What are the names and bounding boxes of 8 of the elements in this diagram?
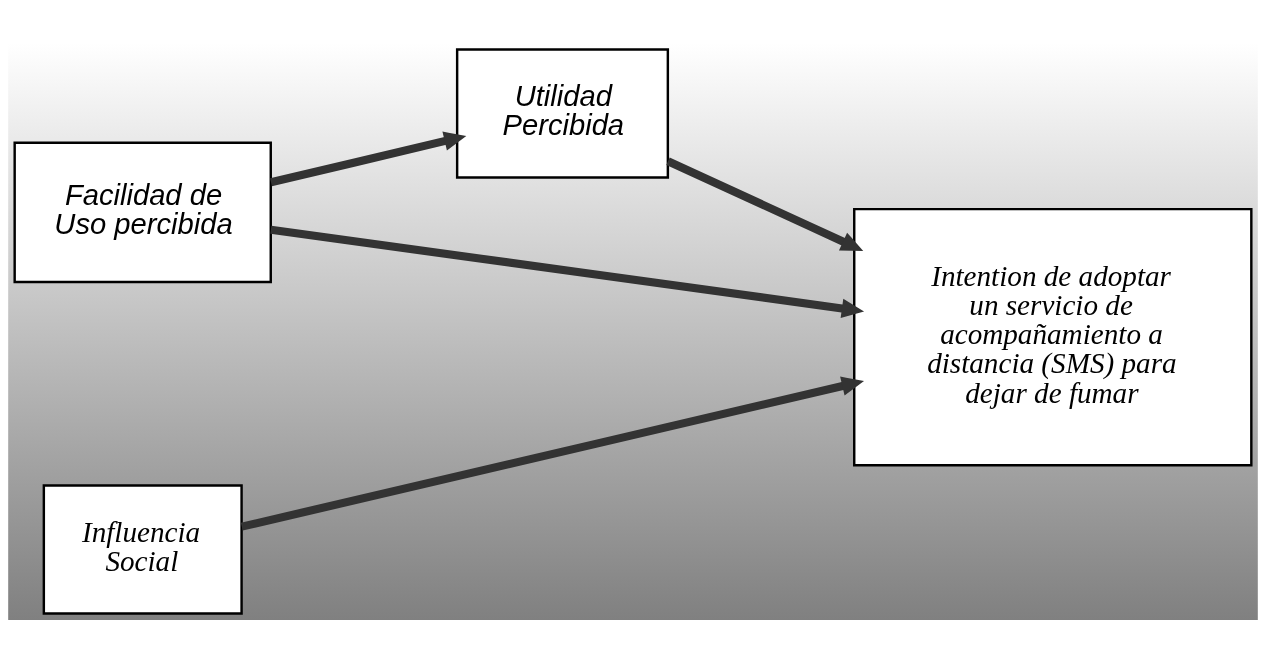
node-box: Facilidad de Uso percibida (13, 141, 272, 284)
arrow (270, 131, 467, 187)
node-box: Influencia Social (42, 484, 243, 615)
node-box: Intention de adoptar un servicio de acompañamiento a distancia (SMS) para dejar de fumar (853, 207, 1253, 467)
arrow (270, 225, 865, 318)
arrow (666, 157, 864, 251)
node-box: Utilidad Percibida (455, 48, 670, 179)
arrow (240, 376, 864, 531)
